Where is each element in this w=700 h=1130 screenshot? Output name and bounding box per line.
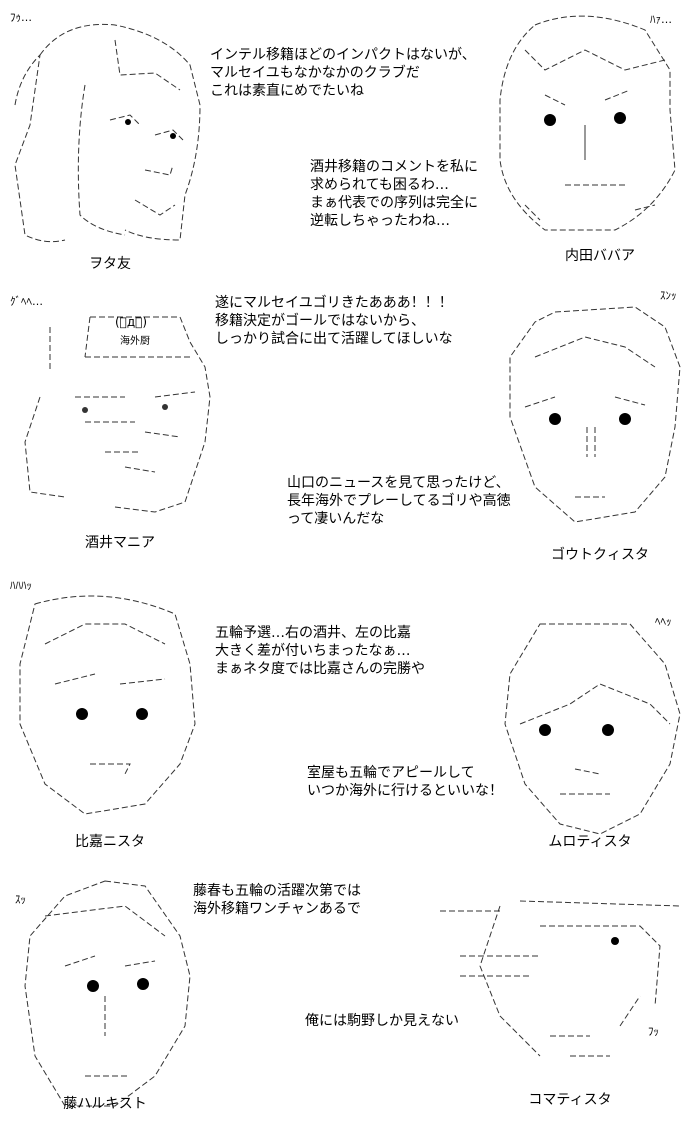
character-name: 内田ババア	[565, 248, 635, 264]
speech-bottom: 酒井移籍のコメントを私に 求められても困るわ… まぁ代表での序列は完全に 逆転し…	[310, 159, 478, 229]
character-name: ゴウトクィスタ	[551, 547, 649, 563]
speech-bottom: 山口のニュースを見て思ったけど、 長年海外でプレーしてるゴリや高徳 って凄いんだ…	[287, 475, 511, 527]
sfx-right: ﾊｧ…	[650, 13, 672, 26]
speech-bottom: 俺には駒野しか見えない	[305, 1013, 459, 1029]
sfx-right: ｽﾝｯ	[660, 289, 677, 302]
panel-2: ｸﾞﾍﾍ… (ﾟд゚) 海外厨 酒井マニア 遂にマルセイユゴリきたあああ！！！ …	[0, 282, 700, 564]
character-name: 藤ハルキスト	[63, 1096, 147, 1112]
panel-4: ｽｯ 藤ハルキスト 藤春も五輪の活躍次第では 海外移籍ワンチャンあるで 俺には駒…	[0, 846, 700, 1128]
uchida-grandma-face	[499, 15, 676, 231]
character-name: 比嘉ニスタ	[75, 834, 145, 850]
muro-ista-face	[504, 623, 681, 835]
sfx-left: ｽｯ	[15, 893, 26, 906]
panel-3: ﾊﾊﾊｯ 比嘉ニスタ 五輪予選…右の酒井、左の比嘉 大きく差が付いちまったなぁ……	[0, 564, 700, 850]
speech-top: 五輪予選…右の酒井、左の比嘉 大きく差が付いちまったなぁ… まぁネタ度では比嘉さ…	[215, 625, 425, 677]
panel-1: ﾌｩ… ヲタ友 インテル移籍ほどのインパクトはないが、 マルセイユもなかなかのク…	[0, 0, 700, 282]
sfx-left: ﾊﾊﾊｯ	[10, 579, 32, 592]
sfx-left: ﾌｩ…	[10, 11, 32, 24]
sfx-left: ｸﾞﾍﾍ…	[10, 295, 43, 308]
sfx-right: ﾌｯ	[648, 1025, 659, 1038]
character-name: 酒井マニア	[85, 535, 155, 551]
character-name: ムロティスタ	[548, 834, 632, 850]
speech-top: 藤春も五輪の活躍次第では 海外移籍ワンチャンあるで	[193, 883, 361, 917]
sakai-mania-face	[24, 316, 211, 513]
speech-bottom: 室屋も五輪でアピールして いつか海外に行けるといいな！	[307, 765, 503, 799]
fuji-harukist-face	[24, 880, 191, 1107]
komati-ista-face	[440, 900, 681, 1057]
character-name: ヲタ友	[89, 256, 131, 272]
speech-top: インテル移籍ほどのインパクトはないが、 マルセイユもなかなかのクラブだ これは素…	[210, 47, 476, 99]
otaku-friend-face	[14, 23, 201, 243]
hat-mouth: (ﾟд゚)	[115, 315, 148, 329]
sfx-right: ﾍﾍｯ	[655, 615, 672, 628]
goutoku-ista-face	[509, 306, 681, 523]
speech-top: 遂にマルセイユゴリきたあああ！！！ 移籍決定がゴールではないから、 しっかり試合…	[215, 295, 453, 347]
hat-label: 海外厨	[120, 336, 150, 347]
character-name: コマティスタ	[528, 1092, 612, 1108]
higa-nista-face	[19, 595, 196, 815]
